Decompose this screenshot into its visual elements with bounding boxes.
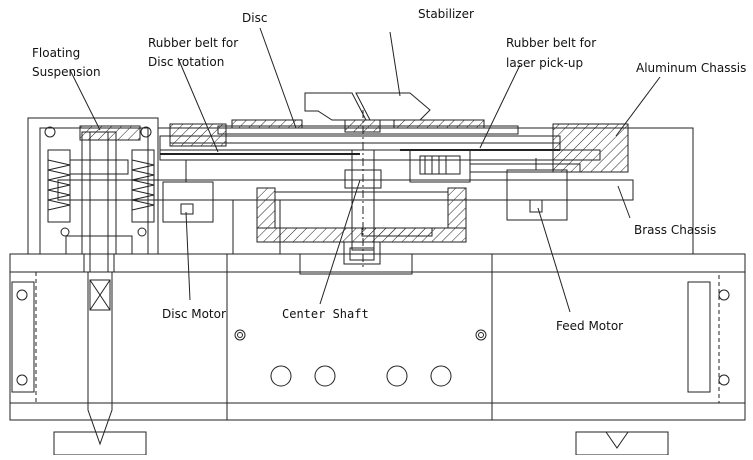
side-hole — [16, 289, 28, 301]
base-inner-dashed — [35, 271, 720, 404]
panel-hole — [386, 365, 408, 387]
stabilizer — [304, 92, 367, 121]
label-disc: Disc — [242, 11, 267, 25]
panel-screw — [234, 329, 246, 341]
aluminum-chassis-right — [552, 123, 629, 173]
foot-right — [575, 431, 669, 456]
side-hole — [718, 374, 730, 386]
side-hole — [16, 374, 28, 386]
label-center-shaft: Center Shaft — [282, 307, 369, 321]
label-disc-motor: Disc Motor — [162, 307, 226, 321]
base-plinth — [9, 253, 746, 421]
panel-hole — [430, 365, 452, 387]
panel-hole — [314, 365, 336, 387]
panel-hole — [270, 365, 292, 387]
center-panel — [226, 253, 493, 421]
label-feed-motor: Feed Motor — [556, 319, 623, 333]
label-stabilizer: Stabilizer — [418, 7, 474, 21]
label-belt-disc-rotation: Rubber belt for — [148, 36, 238, 50]
label-belt-laser-pickup: Rubber belt for — [506, 36, 596, 50]
label-aluminum-chassis: Aluminum Chassis — [636, 61, 746, 75]
label-belt-disc-rotation-2: Disc rotation — [148, 55, 224, 69]
label-floating-suspension-2: Suspension — [32, 65, 101, 79]
side-hole — [718, 289, 730, 301]
disc-motor — [162, 181, 214, 223]
label-belt-laser-pickup-2: laser pick-up — [506, 56, 583, 70]
label-floating-suspension: Floating — [32, 46, 80, 60]
panel-screw — [475, 329, 487, 341]
label-brass-chassis: Brass Chassis — [634, 223, 716, 237]
feed-motor — [506, 169, 568, 221]
